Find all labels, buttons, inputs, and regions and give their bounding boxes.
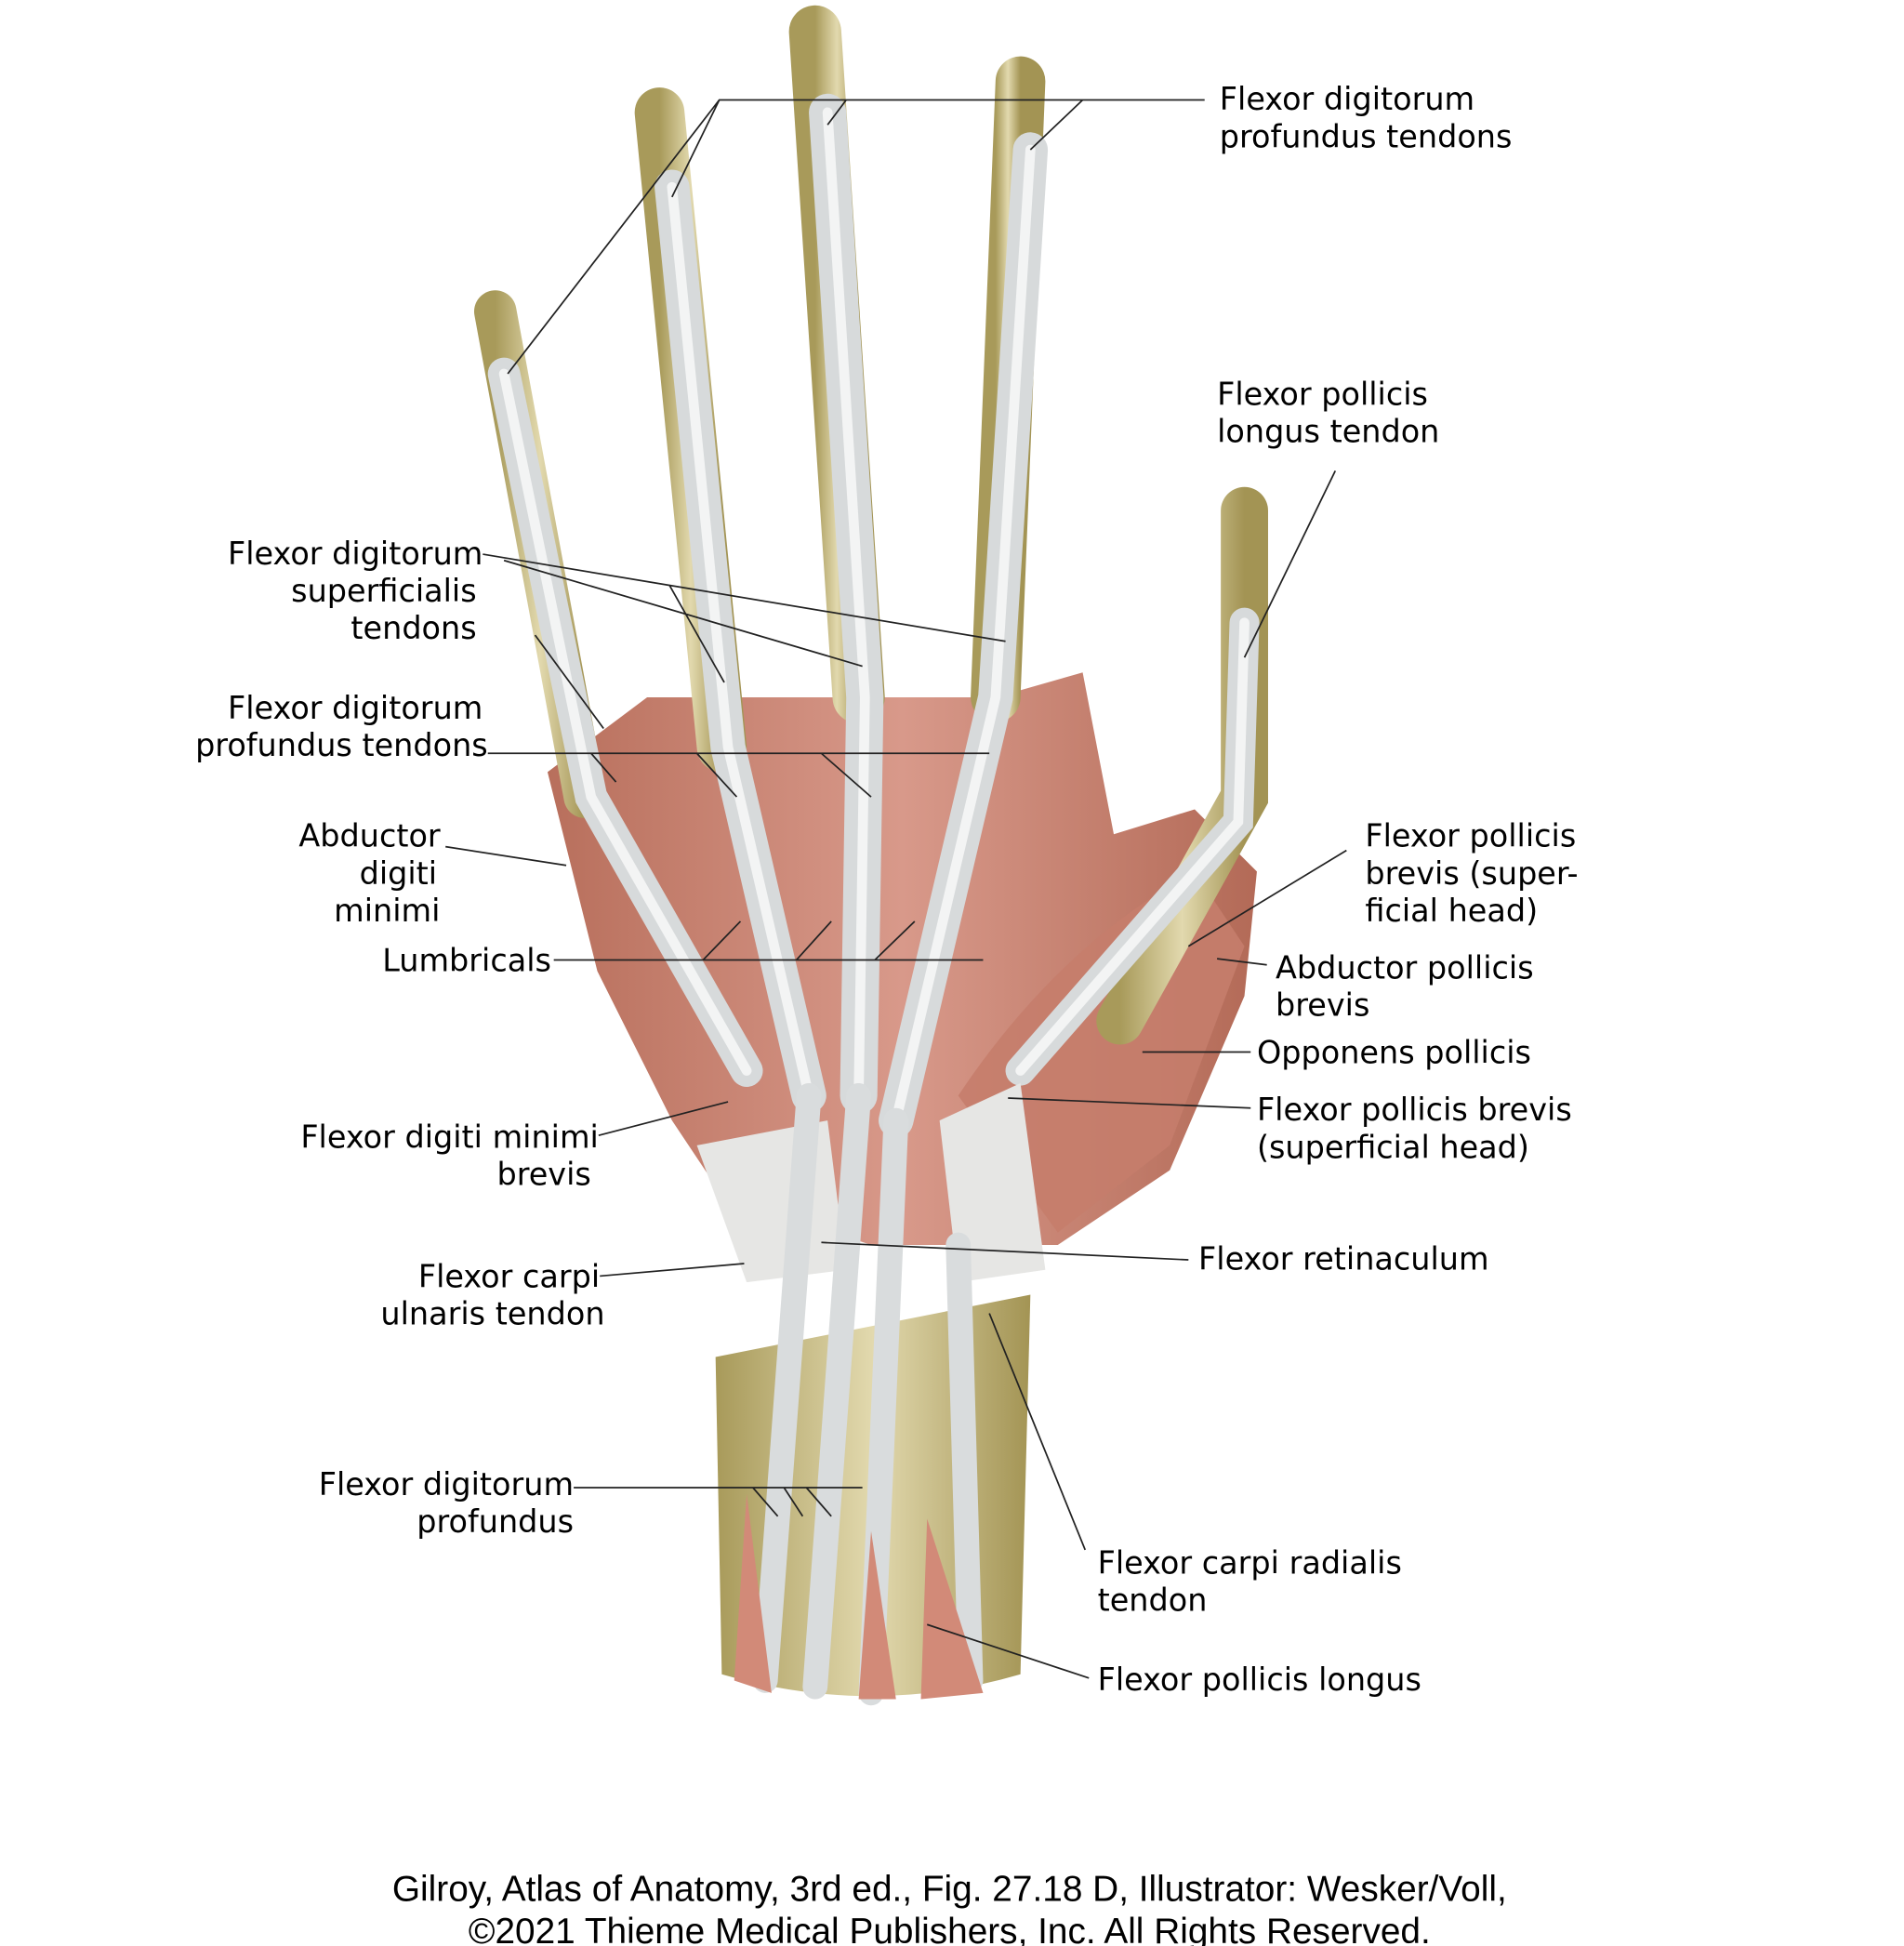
- label-lumbricals: Lumbricals: [382, 942, 551, 978]
- figure-caption: Gilroy, Atlas of Anatomy, 3rd ed., Fig. …: [392, 1869, 1507, 1946]
- wrist-tendons: [752, 1082, 984, 1706]
- label-flexor-pollicis-longus: Flexor pollicis longus: [1098, 1661, 1421, 1698]
- label-opponens-pollicis: Opponens pollicis: [1257, 1035, 1531, 1071]
- leader-lines: [445, 99, 1347, 1679]
- hand-illustration: [473, 5, 1268, 1706]
- flexor-retinaculum: [696, 1120, 847, 1283]
- label-fpb-superficial-2: Flexor pollicis brevis(superficial head): [1257, 1092, 1572, 1165]
- label-flexor-retinaculum: Flexor retinaculum: [1198, 1241, 1489, 1277]
